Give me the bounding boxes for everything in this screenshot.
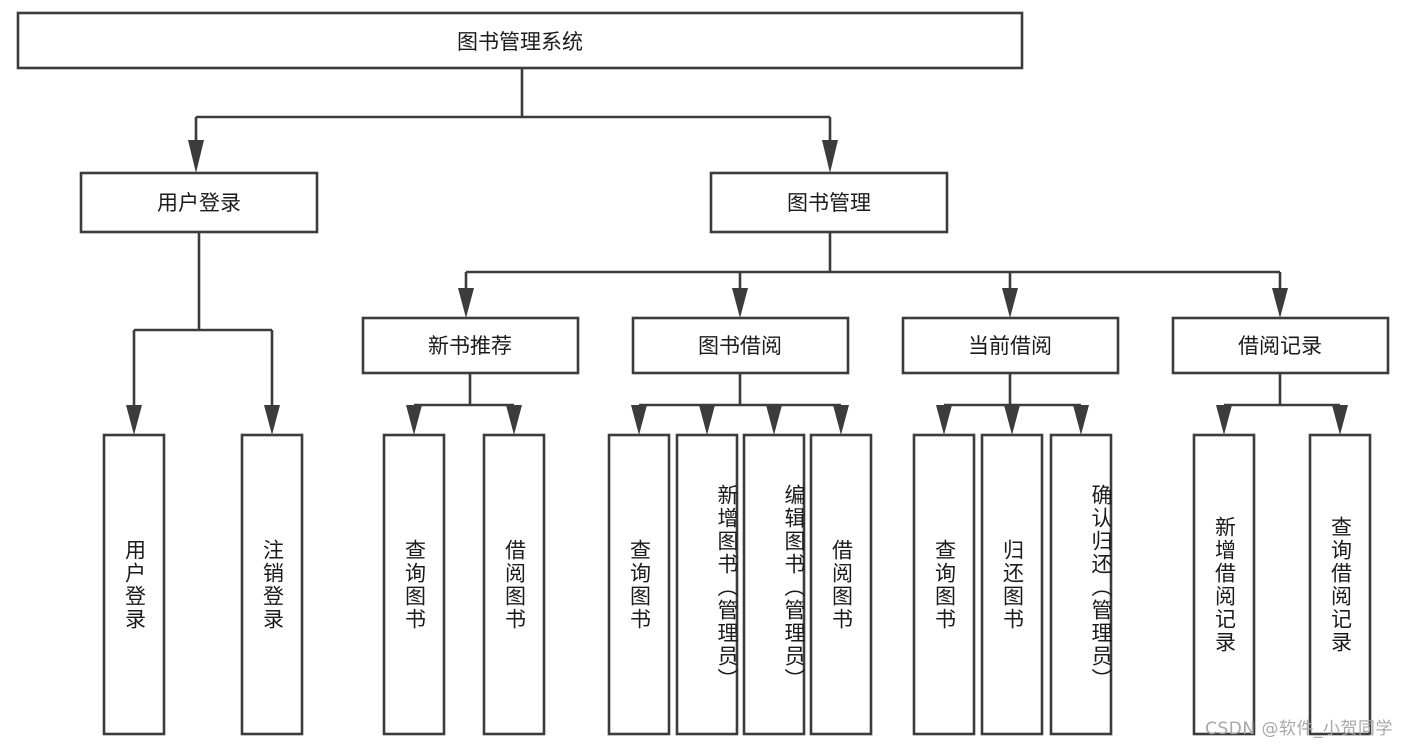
node-new-book-recommend-label: 新书推荐 [428,334,512,358]
node-book-borrow-label: 图书借阅 [698,334,782,358]
connector-group-user-login-leaves [126,232,280,435]
arrow-head-leaf-book-borrow-3 [833,405,849,435]
arrow-head-leaf-user-login-0 [126,405,142,435]
arrow-head-leaf-current-borrow-1 [1004,405,1020,435]
node-new-book-recommend-box[interactable] [361,316,580,375]
leaf-box-new-book-1[interactable] [482,433,546,736]
node-user-login-box[interactable] [79,171,319,234]
leaf-box-current-borrow-0[interactable] [912,433,976,736]
arrow-head-book-mgmt [822,140,838,173]
node-current-borrow-label: 当前借阅 [968,334,1052,358]
csdn-watermark: CSDN @软件_小贺同学 [1205,719,1393,739]
leaf-box-borrow-record-1[interactable] [1308,433,1372,736]
node-book-management-box[interactable] [709,171,949,234]
arrow-head-leaf-current-borrow-2 [1073,405,1089,435]
leaf-box-borrow-record-0[interactable] [1192,433,1256,736]
arrow-head-user-login [188,140,204,173]
connector-group-book-borrow-leaves [631,373,849,435]
arrow-head-leaf-book-borrow-1 [699,405,715,435]
connector-group-book-mgmt [458,232,1288,318]
leaf-box-new-book-0[interactable] [382,433,446,736]
arrow-head-leaf-book-borrow-2 [766,405,782,435]
node-new-book-recommend[interactable]: 新书推荐 [361,316,580,375]
node-book-management-label: 图书管理 [787,191,871,215]
leaf-box-book-borrow-1[interactable] [675,433,739,736]
arrow-head-leaf-borrow-record-1 [1332,405,1348,435]
arrow-head-new-book-recommend [458,288,474,318]
leaf-box-book-borrow-3[interactable] [809,433,873,736]
arrow-head-borrow-record [1272,288,1288,318]
arrow-head-book-borrow [732,288,748,318]
connector-group-current-borrow-leaves [936,373,1089,435]
arrow-head-current-borrow [1002,288,1018,318]
leaf-box-book-borrow-2[interactable] [742,433,806,736]
connector-group-borrow-record-leaves [1216,373,1348,435]
leaf-box-user-login-1[interactable] [240,433,304,736]
node-book-borrow[interactable]: 图书借阅 [631,316,850,375]
connector-group-root [188,68,838,173]
arrow-head-leaf-borrow-record-0 [1216,405,1232,435]
leaf-box-current-borrow-1[interactable] [980,433,1044,736]
node-borrow-record-label: 借阅记录 [1238,334,1322,358]
leaf-box-user-login-0[interactable] [102,433,166,736]
node-borrow-record-box[interactable] [1171,316,1390,375]
connector-group-new-book-leaves [406,373,522,435]
node-root-label: 图书管理系统 [457,30,583,54]
arrow-head-leaf-user-login-1 [264,405,280,435]
node-root-box[interactable] [16,11,1024,70]
node-root[interactable]: 图书管理系统 [16,11,1024,70]
arrow-head-leaf-book-borrow-0 [631,405,647,435]
leaf-box-current-borrow-2[interactable] [1049,433,1113,736]
node-borrow-record[interactable]: 借阅记录 [1171,316,1390,375]
arrow-head-leaf-new-book-1 [506,405,522,435]
leaf-box-book-borrow-0[interactable] [607,433,671,736]
node-user-login[interactable]: 用户登录 [79,171,319,234]
node-current-borrow-box[interactable] [901,316,1120,375]
node-book-management[interactable]: 图书管理 [709,171,949,234]
node-current-borrow[interactable]: 当前借阅 [901,316,1120,375]
node-book-borrow-box[interactable] [631,316,850,375]
arrow-head-leaf-current-borrow-0 [936,405,952,435]
arrow-head-leaf-new-book-0 [406,405,422,435]
node-user-login-label: 用户登录 [157,191,241,215]
